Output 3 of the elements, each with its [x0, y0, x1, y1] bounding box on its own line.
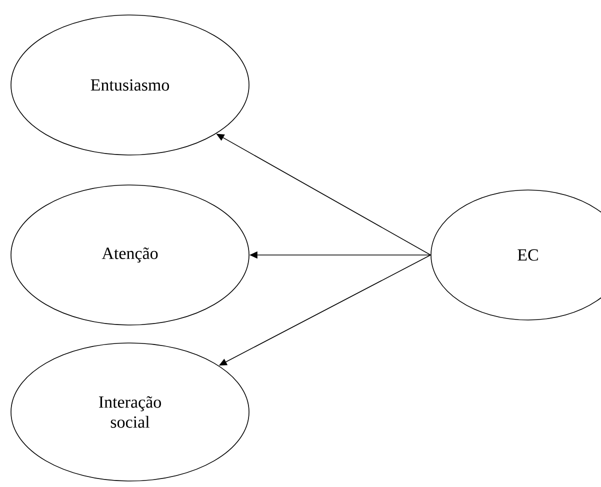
oval-node: Interação social [10, 342, 250, 482]
oval-node: Atenção [10, 184, 250, 326]
oval-node: Entusiasmo [10, 14, 250, 156]
